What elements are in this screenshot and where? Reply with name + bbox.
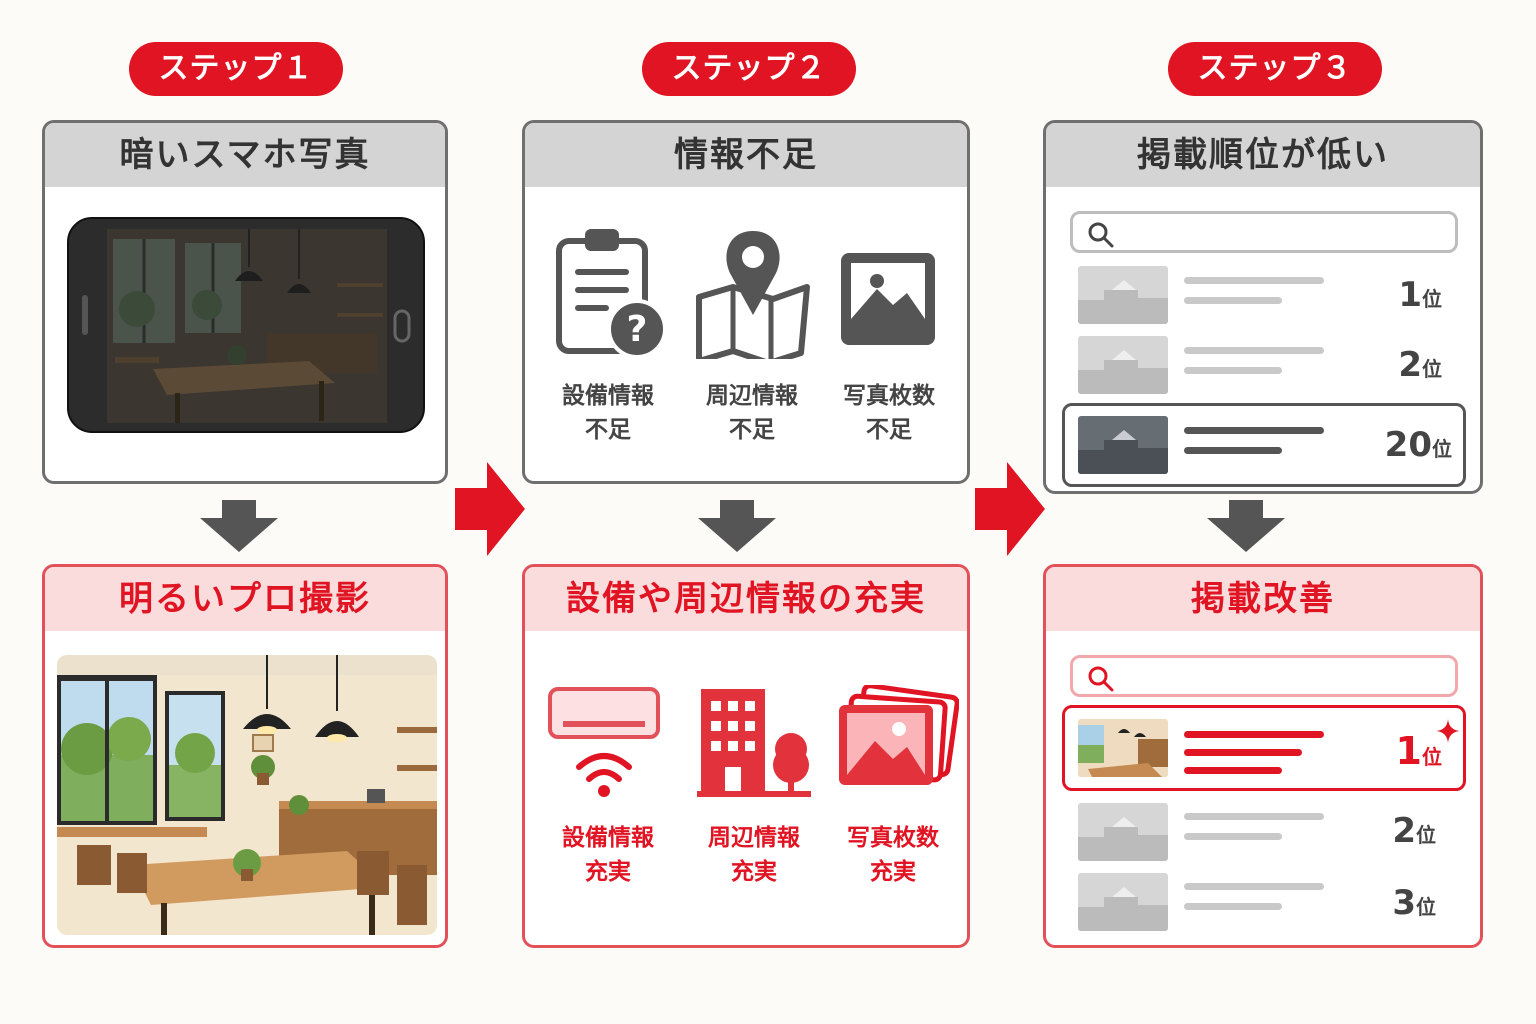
rank-label: 2位 <box>1392 811 1436 851</box>
step-2-after-item-3: 写真枚数 充実 <box>818 821 967 889</box>
step-2-after-card: 設備や周辺情報の充実 設備情報 充実 周辺情報 充実 <box>522 564 970 948</box>
arrow-right-icon <box>455 462 525 556</box>
step-2-after-item-1: 設備情報 充実 <box>533 821 683 889</box>
step-2-after-item-2-line1: 周辺情報 <box>708 825 800 851</box>
building-tree-icon <box>697 689 811 797</box>
bright-cafe-photo <box>57 655 437 935</box>
listing-thumbnail <box>1078 803 1168 861</box>
listing-text-line <box>1184 297 1282 304</box>
step-2-after-item-1-line2: 充実 <box>585 859 631 885</box>
step-2-before-item-2-line2: 不足 <box>729 417 775 443</box>
listing-text-line <box>1184 767 1282 774</box>
step-2-after-item-1-line1: 設備情報 <box>562 825 654 851</box>
listing-text-line <box>1184 277 1324 284</box>
step-2-after-item-2: 周辺情報 充実 <box>679 821 829 889</box>
sparkle-icon <box>1436 719 1460 743</box>
step-2-after-item-2-line2: 充実 <box>731 859 777 885</box>
step-1-after-title: 明るいプロ撮影 <box>45 567 445 631</box>
rank-label: 2位 <box>1398 345 1442 385</box>
arrow-down-icon <box>1207 500 1285 552</box>
step-2-badge: ステップ２ <box>642 42 856 96</box>
rank-label: 20位 <box>1384 425 1452 465</box>
step-2-before-item-3-line1: 写真枚数 <box>843 383 935 409</box>
search-icon <box>1088 222 1114 248</box>
step-2-after-title: 設備や周辺情報の充実 <box>525 567 967 631</box>
listing-text-line <box>1184 731 1324 738</box>
listing-thumbnail <box>1078 873 1168 931</box>
step-2-before-title: 情報不足 <box>525 123 967 187</box>
step-1-before-title: 暗いスマホ写真 <box>45 123 445 187</box>
step-2-before-card: 情報不足 ? 設備情報 不足 周辺情報 不足 写真枚数 不足 <box>522 120 970 484</box>
arrow-down-icon <box>200 500 278 552</box>
step-2-before-item-3: 写真枚数 不足 <box>814 379 964 447</box>
listing-text-line <box>1184 813 1324 820</box>
step-3-badge: ステップ３ <box>1168 42 1382 96</box>
image-icon <box>841 253 935 345</box>
arrow-down-icon <box>698 500 776 552</box>
search-bar[interactable] <box>1070 655 1458 697</box>
rank-label: 1位 <box>1395 729 1442 773</box>
listing-thumbnail <box>1078 719 1168 777</box>
listing-text-line <box>1184 903 1282 910</box>
step-3-before-card: 掲載順位が低い 1位 2位 20位 <box>1043 120 1483 494</box>
listing-thumbnail <box>1078 336 1168 394</box>
search-bar[interactable] <box>1070 211 1458 253</box>
rank-label: 3位 <box>1392 883 1436 923</box>
clipboard-question-icon: ? <box>556 229 667 359</box>
step-3-after-card: 掲載改善 1位 2位 3位 <box>1043 564 1483 948</box>
rank-label: 1位 <box>1398 275 1442 315</box>
step-1-before-card: 暗いスマホ写真 <box>42 120 448 484</box>
listing-text-line <box>1184 883 1324 890</box>
step-1-after-card: 明るいプロ撮影 <box>42 564 448 948</box>
map-pin-icon <box>696 231 810 359</box>
step-2-before-item-1-line1: 設備情報 <box>562 383 654 409</box>
step-2-before-item-3-line2: 不足 <box>866 417 912 443</box>
step-2-before-item-1-line2: 不足 <box>585 417 631 443</box>
svg-text:?: ? <box>627 309 648 350</box>
air-conditioner-wifi-icon <box>548 687 660 797</box>
listing-text-line <box>1184 749 1302 756</box>
listing-thumbnail <box>1078 416 1168 474</box>
step-2-after-item-3-line1: 写真枚数 <box>847 825 939 851</box>
listing-thumbnail <box>1078 266 1168 324</box>
photo-stack-icon <box>839 685 959 785</box>
listing-text-line <box>1184 347 1324 354</box>
step-2-before-item-2-line1: 周辺情報 <box>706 383 798 409</box>
dark-phone-photo <box>67 217 425 433</box>
highlighted-listing-row[interactable] <box>1062 705 1466 791</box>
step-2-before-item-1: 設備情報 不足 <box>533 379 683 447</box>
listing-text-line <box>1184 833 1282 840</box>
step-2-before-item-2: 周辺情報 不足 <box>677 379 827 447</box>
listing-text-line <box>1184 447 1282 454</box>
step-3-after-title: 掲載改善 <box>1046 567 1480 631</box>
step-3-before-title: 掲載順位が低い <box>1046 123 1480 187</box>
step-2-after-item-3-line2: 充実 <box>870 859 916 885</box>
highlighted-listing-row[interactable] <box>1062 403 1466 487</box>
listing-text-line <box>1184 427 1324 434</box>
step-1-badge: ステップ１ <box>129 42 343 96</box>
search-icon <box>1088 666 1114 692</box>
listing-text-line <box>1184 367 1282 374</box>
arrow-right-icon <box>975 462 1045 556</box>
